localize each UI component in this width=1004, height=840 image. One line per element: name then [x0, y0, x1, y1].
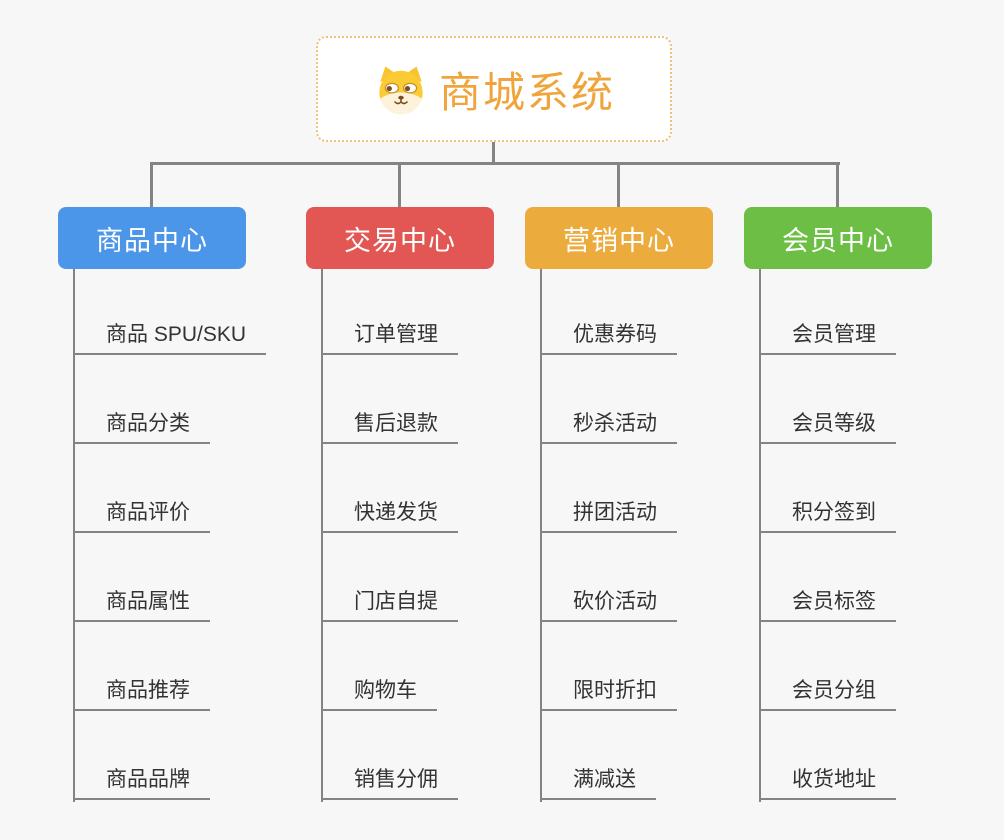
node-item[interactable]: 会员分组 — [759, 678, 896, 711]
node-item[interactable]: 商品品牌 — [73, 767, 210, 800]
node-item[interactable]: 商品评价 — [73, 500, 210, 533]
branch-header-goods[interactable]: 商品中心 — [58, 207, 246, 269]
node-item[interactable]: 会员标签 — [759, 589, 896, 622]
node-item[interactable]: 秒杀活动 — [540, 411, 677, 444]
root-title: 商城系统 — [438, 68, 615, 116]
connector-drop-4 — [836, 162, 839, 208]
branch-line-goods — [73, 269, 75, 802]
branch-header-member[interactable]: 会员中心 — [744, 207, 932, 269]
connector-horizontal-bar — [150, 162, 840, 165]
branch-children-goods: 商品 SPU/SKU 商品分类 商品评价 商品属性 商品推荐 商品品牌 — [73, 266, 267, 800]
node-item[interactable]: 积分签到 — [759, 500, 896, 533]
node-item[interactable]: 会员等级 — [759, 411, 896, 444]
connector-drop-2 — [398, 162, 401, 208]
branch-header-marketing[interactable]: 营销中心 — [525, 207, 713, 269]
branch-children-trade: 订单管理 售后退款 快递发货 门店自提 购物车 销售分佣 — [321, 266, 458, 800]
connector-drop-1 — [150, 162, 153, 208]
node-item[interactable]: 门店自提 — [321, 589, 458, 622]
node-item[interactable]: 砍价活动 — [540, 589, 677, 622]
node-item[interactable]: 销售分佣 — [321, 767, 458, 800]
branch-children-marketing: 优惠券码 秒杀活动 拼团活动 砍价活动 限时折扣 满减送 — [540, 266, 677, 800]
branch-line-trade — [321, 269, 323, 802]
node-item[interactable]: 购物车 — [321, 678, 437, 711]
node-item[interactable]: 订单管理 — [321, 322, 458, 355]
node-item[interactable]: 拼团活动 — [540, 500, 677, 533]
dog-icon — [373, 63, 429, 115]
node-item[interactable]: 商品推荐 — [73, 678, 210, 711]
connector-root-stem — [492, 142, 495, 163]
node-item[interactable]: 收货地址 — [759, 767, 896, 800]
node-item[interactable]: 满减送 — [540, 767, 656, 800]
node-item[interactable]: 商品属性 — [73, 589, 210, 622]
node-item[interactable]: 限时折扣 — [540, 678, 677, 711]
branch-line-marketing — [540, 269, 542, 802]
node-item[interactable]: 快递发货 — [321, 500, 458, 533]
branch-children-member: 会员管理 会员等级 积分签到 会员标签 会员分组 收货地址 — [759, 266, 896, 800]
node-item[interactable]: 优惠券码 — [540, 322, 677, 355]
node-item[interactable]: 商品分类 — [73, 411, 210, 444]
connector-drop-3 — [617, 162, 620, 208]
node-item[interactable]: 售后退款 — [321, 411, 458, 444]
branch-header-trade[interactable]: 交易中心 — [306, 207, 494, 269]
node-item[interactable]: 商品 SPU/SKU — [73, 322, 267, 355]
node-item[interactable]: 会员管理 — [759, 322, 896, 355]
root-node[interactable]: 商城系统 — [316, 36, 672, 142]
branch-line-member — [759, 269, 761, 802]
